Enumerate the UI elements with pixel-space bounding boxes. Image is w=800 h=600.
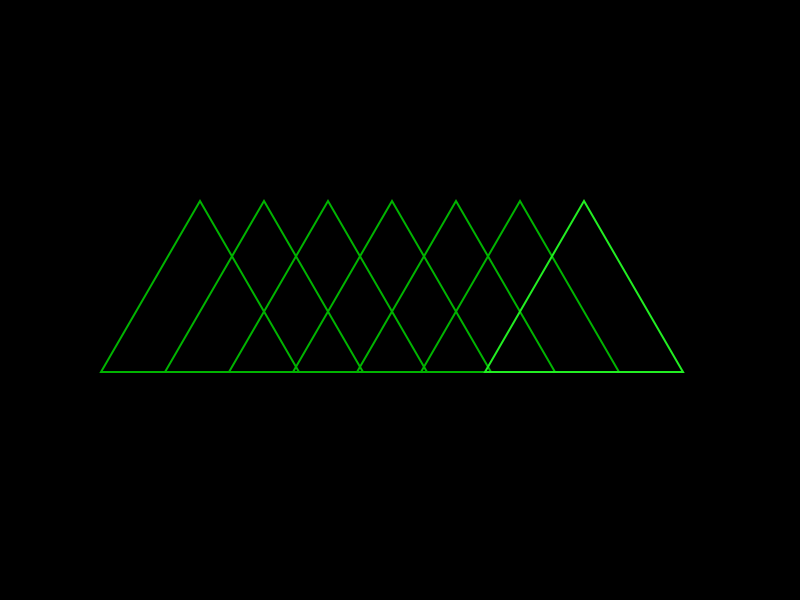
triangle-outline [483,199,685,373]
triangle-group [99,199,685,373]
